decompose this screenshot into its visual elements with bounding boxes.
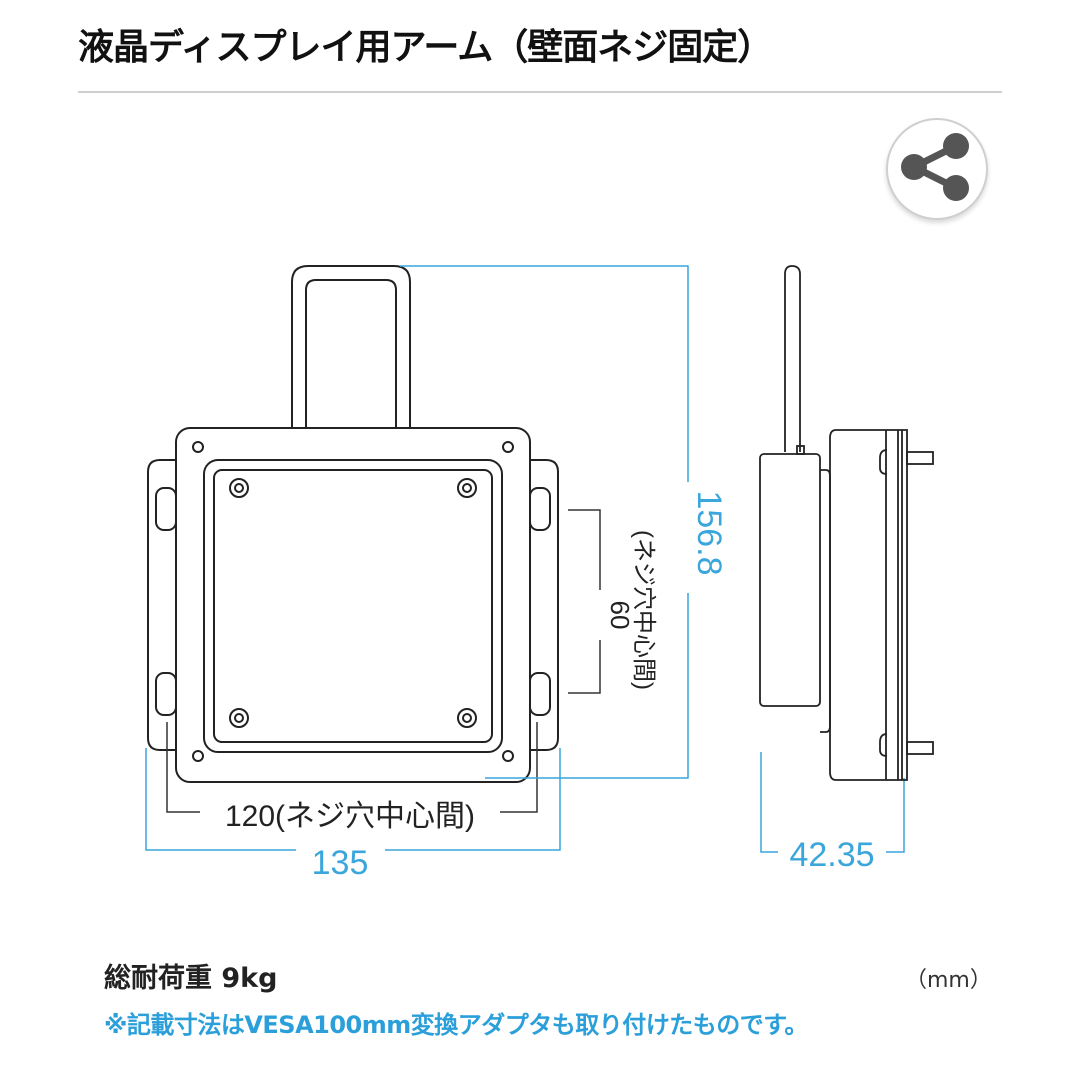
svg-text:156.8: 156.8 [690, 490, 728, 575]
svg-text:135: 135 [312, 844, 369, 882]
unit-label: （mm） [905, 968, 992, 993]
page-title: 液晶ディスプレイ用アーム（壁面ネジ固定） [78, 27, 773, 68]
dimension-note: ※記載寸法はVESA100mm変換アダプタも取り付けたものです。 [104, 1011, 808, 1039]
svg-text:42.35: 42.35 [789, 836, 874, 874]
svg-text:60: 60 [605, 601, 635, 630]
svg-text:(ネジ穴中心間): (ネジ穴中心間) [630, 530, 657, 690]
share-icon [901, 133, 969, 201]
divider [78, 91, 1002, 93]
svg-text:120(ネジ穴中心間): 120(ネジ穴中心間) [225, 800, 475, 833]
side-view [759, 265, 934, 781]
share-button[interactable] [886, 118, 988, 220]
load-capacity: 総耐荷重 9kg [104, 963, 278, 994]
mount-plate [175, 427, 531, 783]
dimension-drawing: 60 (ネジ穴中心間) 120(ネジ穴中心間) 156.8 135 42.35 [145, 265, 934, 882]
arm-handle [291, 265, 411, 428]
